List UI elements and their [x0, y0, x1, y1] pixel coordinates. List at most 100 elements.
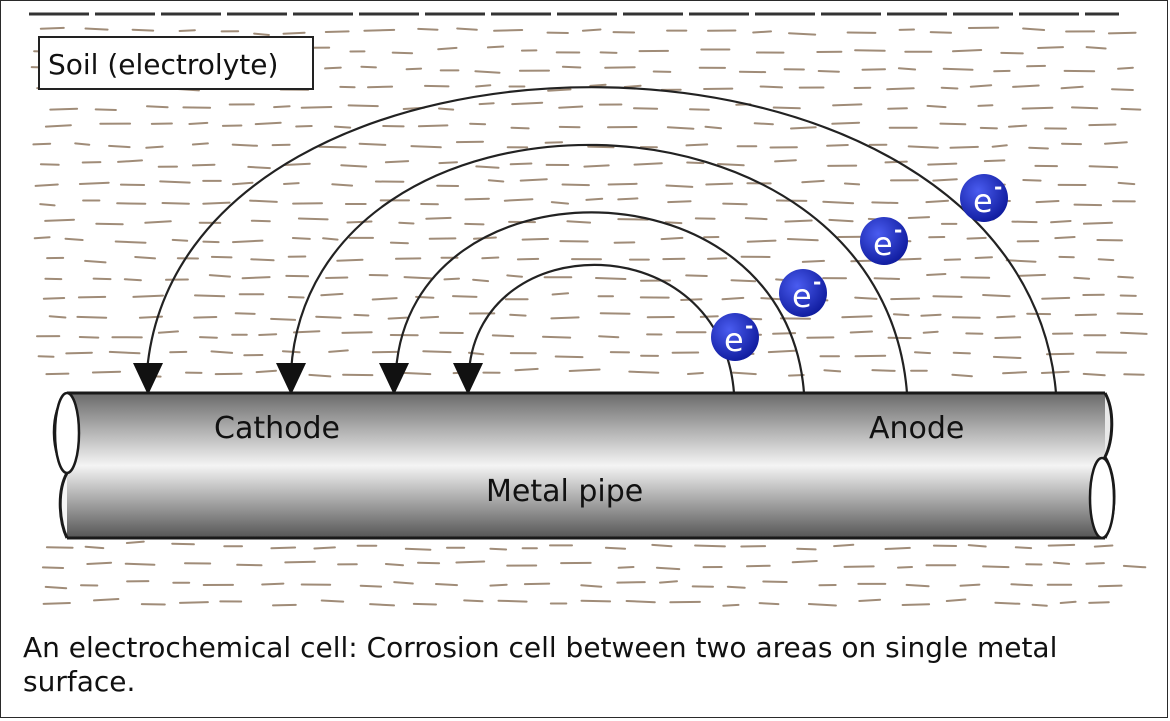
soil-dash — [314, 547, 335, 548]
soil-dash — [971, 85, 991, 87]
soil-dash — [203, 203, 229, 204]
soil-dash — [80, 183, 109, 184]
soil-dash — [629, 372, 658, 373]
soil-dash — [212, 257, 232, 258]
soil-dash — [824, 370, 840, 371]
soil-dash — [118, 160, 142, 162]
soil-dash — [361, 586, 381, 587]
soil-dash — [512, 103, 542, 104]
soil-dash — [445, 279, 460, 280]
soil-dash — [872, 370, 894, 371]
soil-dash — [465, 224, 483, 225]
soil-dash — [789, 33, 815, 34]
soil-dash — [1072, 107, 1097, 108]
soil-dash — [927, 274, 945, 275]
soil-dash — [325, 68, 341, 69]
soil-dash — [109, 146, 130, 147]
soil-dash — [43, 567, 63, 568]
soil-dash — [510, 315, 525, 316]
soil-dash — [332, 184, 352, 185]
soil-dash — [695, 546, 725, 547]
soil-dash — [687, 163, 703, 164]
soil-dash — [548, 89, 570, 90]
soil-dash — [93, 372, 120, 373]
soil-dash — [476, 166, 498, 167]
soil-dash — [1054, 563, 1069, 564]
soil-dash — [406, 549, 431, 550]
soil-dash — [160, 181, 190, 182]
soil-dash — [41, 164, 59, 165]
soil-dash — [289, 297, 304, 298]
soil-dash — [493, 335, 513, 336]
soil-dash — [494, 30, 522, 31]
soil-dash — [337, 260, 362, 261]
soil-dash — [924, 332, 938, 333]
soil-dash — [582, 601, 611, 602]
soil-dash — [40, 204, 54, 205]
soil-dash — [627, 601, 655, 602]
soil-dash — [791, 127, 816, 128]
soil-dash — [755, 123, 773, 124]
soil-dash — [1087, 47, 1106, 48]
soil-dash — [1119, 183, 1135, 184]
soil-dash — [66, 353, 92, 354]
soil-dash — [619, 567, 634, 568]
soil-dash — [45, 220, 74, 221]
soil-dash — [1118, 277, 1133, 278]
soil-dash — [302, 107, 332, 108]
soil-dash — [360, 144, 386, 145]
soil-dash — [978, 105, 992, 106]
soil-dash — [668, 127, 694, 129]
soil-dash — [543, 337, 570, 338]
soil-dash — [66, 239, 83, 240]
soil-dash — [829, 220, 852, 221]
soil-dash — [666, 186, 692, 187]
soil-dash — [601, 52, 617, 53]
soil-dash — [666, 222, 682, 223]
soil-dash — [456, 562, 484, 563]
soil-dash — [389, 318, 407, 319]
soil-dash — [872, 202, 897, 203]
soil-dash — [706, 127, 722, 129]
soil-dash — [1076, 315, 1096, 316]
electron-2: e - — [779, 269, 827, 317]
soil-dash — [961, 277, 989, 278]
soil-dash — [438, 48, 456, 49]
soil-dash — [248, 167, 270, 168]
soil-dash — [482, 258, 498, 259]
soil-dash — [523, 239, 548, 240]
soil-dash — [851, 332, 872, 333]
soil-dash — [273, 605, 296, 606]
soil-dash — [952, 375, 972, 376]
soil-dash — [35, 237, 50, 238]
soil-dash — [559, 107, 582, 108]
soil-dash — [907, 585, 929, 586]
soil-dash — [87, 563, 111, 564]
soil-dash — [1013, 86, 1039, 87]
soil-dash — [688, 373, 703, 374]
soil-dash — [77, 317, 106, 318]
soil-dash — [886, 548, 910, 549]
soil-dash — [933, 296, 961, 297]
soil-dash — [969, 545, 986, 546]
soil-dash — [662, 238, 683, 239]
soil-dash — [96, 109, 116, 110]
soil-dash — [194, 317, 216, 318]
soil-dash — [1095, 546, 1113, 547]
svg-text:-: - — [894, 218, 902, 242]
soil-dash — [212, 351, 233, 353]
soil-dash — [928, 106, 946, 107]
soil-dash — [237, 565, 261, 566]
soil-dash — [686, 275, 707, 276]
soil-dash — [80, 337, 99, 338]
soil-dash — [347, 222, 371, 223]
soil-dash — [995, 337, 1020, 338]
soil-dash — [832, 123, 859, 124]
soil-dash — [606, 548, 625, 549]
soil-dash — [33, 144, 50, 145]
soil-dash — [887, 88, 914, 89]
soil-dash — [1029, 148, 1048, 149]
soil-dash — [505, 199, 533, 201]
figure-caption: An electrochemical cell: Corrosion cell … — [23, 631, 1143, 699]
soil-dash — [618, 219, 648, 220]
